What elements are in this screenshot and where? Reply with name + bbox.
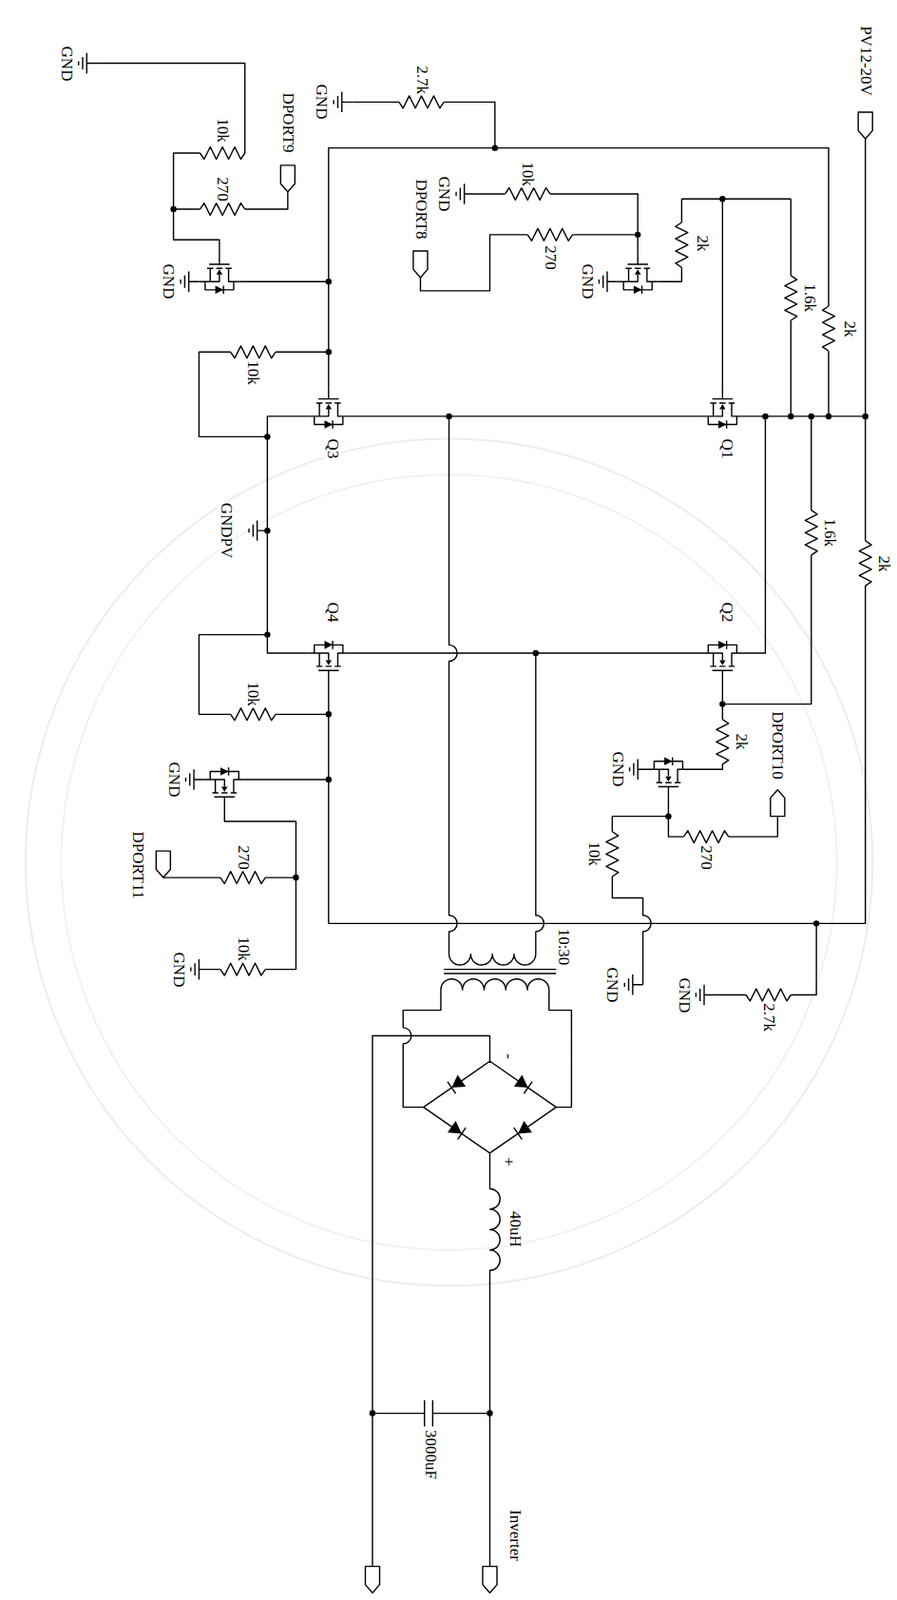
component-label: 2.7k <box>760 1001 777 1032</box>
component-label: 1.6k <box>801 283 818 314</box>
port-symbols <box>155 112 873 1592</box>
component-label: Q2 <box>718 601 735 624</box>
component-label: 40uH <box>507 1210 524 1249</box>
component-label: Q4 <box>324 601 342 624</box>
component-label: Inverter <box>507 1507 524 1562</box>
component-label: GND <box>604 965 621 1003</box>
component-label: 270 <box>234 843 251 871</box>
bridge-diodes <box>447 1074 533 1140</box>
ground-symbols <box>78 53 715 1005</box>
component-label: GND <box>609 750 626 788</box>
component-label: GND <box>170 950 187 988</box>
component-label: 10k <box>245 680 262 707</box>
component-label: DPORT11 <box>130 830 147 900</box>
component-label: GND <box>675 975 692 1013</box>
component-label: 2.7k <box>413 64 430 96</box>
component-label: Q1 <box>718 438 735 460</box>
component-label: GND <box>57 44 75 82</box>
component-label: 270 <box>698 843 715 871</box>
component-label: DPORT8 <box>412 177 429 240</box>
component-label: 10k <box>245 359 262 386</box>
component-label: DPORT10 <box>769 709 786 781</box>
component-label: 2k <box>876 553 893 573</box>
component-label: Q3 <box>324 438 342 460</box>
component-label: 270 <box>214 175 231 203</box>
component-label: 2k <box>693 233 710 252</box>
component-label: PV12-20V <box>857 25 874 98</box>
component-label: 2k <box>840 319 858 338</box>
component-label: - <box>499 1051 516 1060</box>
component-label: GND <box>313 83 330 121</box>
component-label: 1.6k <box>821 516 839 548</box>
component-label: 10:30 <box>554 927 572 967</box>
component-label: GND <box>165 761 182 799</box>
component-label: 10k <box>214 117 231 145</box>
wires <box>96 63 866 1566</box>
component-label: 10k <box>586 840 603 868</box>
component-label: 270 <box>541 244 558 271</box>
component-label: + <box>499 1155 516 1167</box>
component-label: 2k <box>732 732 749 751</box>
component-label: 3000uF <box>422 1428 439 1480</box>
component-label: GND <box>160 263 177 301</box>
component-label: 10k <box>519 160 536 188</box>
component-label: GND <box>578 263 595 301</box>
component-label: 10k <box>234 935 251 962</box>
mosfet-symbols <box>198 252 743 808</box>
component-label: GND <box>436 174 453 212</box>
component-label: DPORT9 <box>279 91 296 153</box>
junction-dots <box>170 144 869 1415</box>
resistor-symbols <box>199 95 872 1001</box>
component-label: GNDPV <box>218 501 235 560</box>
